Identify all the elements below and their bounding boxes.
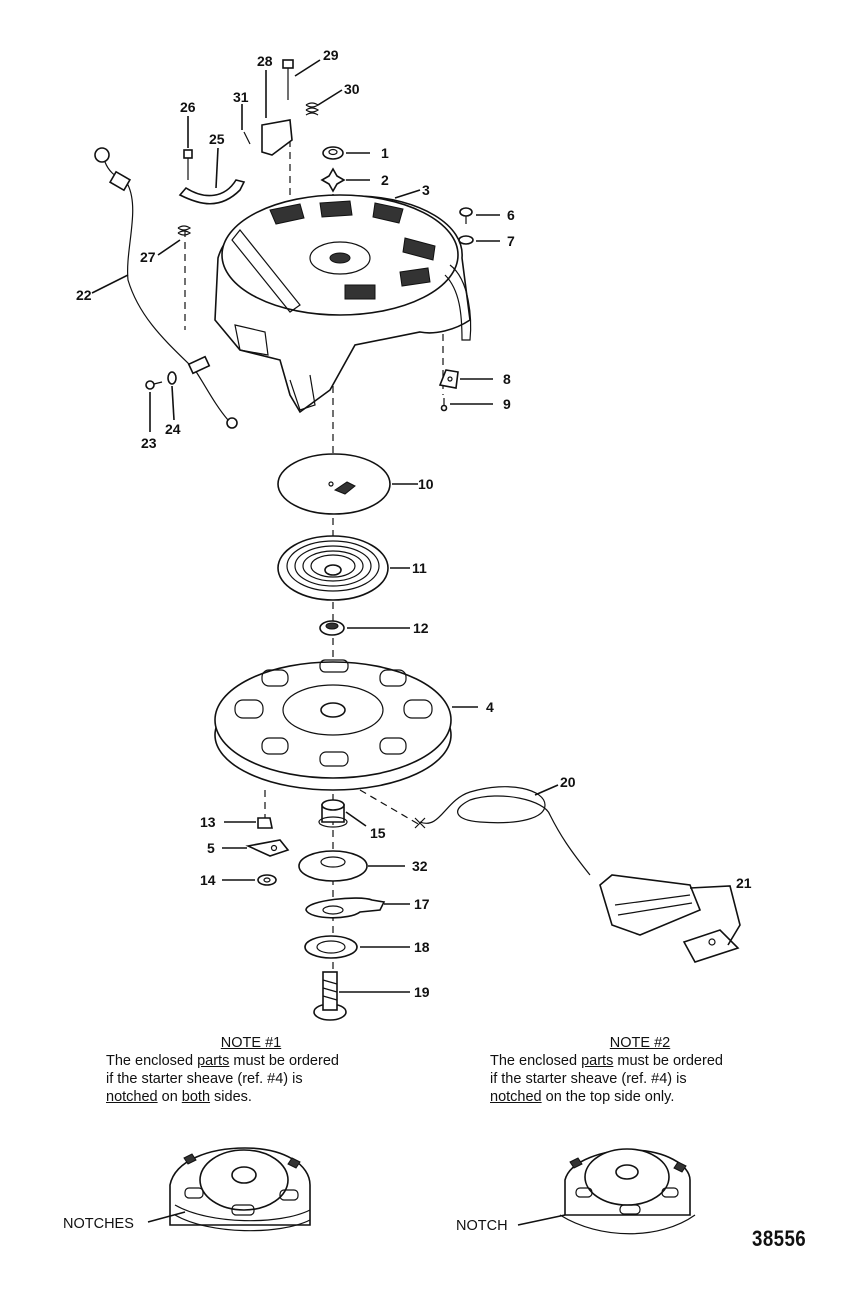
washer-7 (458, 235, 474, 245)
bracket-25 (178, 179, 246, 205)
callout-15: 15 (370, 825, 386, 841)
callout-25: 25 (209, 131, 225, 147)
callout-23: 23 (141, 435, 157, 451)
callout-26: 26 (180, 99, 196, 115)
callout-5: 5 (207, 840, 215, 856)
note-2-underlined-word: notched (490, 1089, 542, 1105)
note-1: NOTE #1 The enclosed parts must be order… (106, 1034, 396, 1106)
leader-lines (91, 59, 741, 993)
callout-17: 17 (414, 896, 430, 912)
callout-20: 20 (560, 774, 576, 790)
note-2-text: The enclosed (490, 1053, 582, 1069)
note-1-title: NOTE #1 (220, 1035, 282, 1051)
callout-12: 12 (413, 620, 429, 636)
note-2-line-1: The enclosed parts must be ordered (490, 1052, 790, 1070)
callout-6: 6 (507, 207, 515, 223)
callout-10: 10 (418, 476, 434, 492)
callout-27: 27 (140, 249, 156, 265)
note-2-text: on the top side only. (541, 1089, 675, 1105)
nut-1 (322, 146, 344, 160)
callout-19: 19 (414, 984, 430, 1000)
note-2-title: NOTE #2 (609, 1035, 671, 1051)
figure-number: 38556 (752, 1226, 807, 1251)
note-1-sheave-detail (147, 1147, 311, 1232)
screw-9 (440, 398, 448, 412)
note-1-underlined-word: parts (197, 1053, 230, 1069)
bolt-29 (282, 59, 294, 100)
callout-21: 21 (736, 875, 752, 891)
note-1-line-2: if the starter sheave (ref. #4) is (106, 1071, 303, 1087)
spring-cup-plate-10 (277, 453, 391, 515)
callout-31: 31 (233, 89, 249, 105)
note-2-line-2: if the starter sheave (ref. #4) is (490, 1071, 687, 1087)
pin-31 (243, 131, 251, 145)
screw-26 (183, 149, 193, 180)
note-1-text: The enclosed (106, 1053, 198, 1069)
spring-27 (177, 225, 192, 236)
star-washer-2 (320, 167, 346, 193)
callout-3: 3 (422, 182, 430, 198)
washer-24 (167, 371, 177, 385)
note-1-underlined-word: both (181, 1089, 211, 1105)
callout-7: 7 (507, 233, 515, 249)
friction-ring-17 (305, 897, 386, 919)
note-1-line-1: The enclosed parts must be ordered (106, 1052, 396, 1070)
note-1-text: must be ordered (229, 1053, 339, 1069)
callout-29: 29 (323, 47, 339, 63)
callout-28: 28 (257, 53, 273, 69)
note-1-underlined-word: notched (106, 1089, 158, 1105)
spring-13 (257, 817, 273, 829)
callout-4: 4 (486, 699, 494, 715)
starter-rope-20 (414, 786, 591, 876)
note-2-sheave-detail (517, 1148, 696, 1235)
starter-sheave-4 (214, 659, 452, 791)
starter-handle-21 (599, 874, 740, 963)
note-1-text: sides. (210, 1089, 252, 1105)
friction-plate-32 (298, 850, 368, 882)
starter-housing (214, 194, 472, 414)
notch-label: NOTCH (456, 1218, 508, 1234)
screw-19 (313, 971, 347, 1021)
stop-switch-lead-22 (94, 147, 238, 429)
callout-1: 1 (381, 145, 389, 161)
pawl-5 (245, 839, 290, 857)
screw-6 (459, 207, 473, 224)
notches-label: NOTCHES (63, 1216, 134, 1232)
callout-13: 13 (200, 814, 216, 830)
callout-8: 8 (503, 371, 511, 387)
bracket-8 (438, 369, 459, 389)
spring-30 (305, 102, 320, 116)
note-2: NOTE #2 The enclosed parts must be order… (490, 1034, 790, 1106)
bushing-15 (318, 799, 348, 828)
note-2-underlined-word: parts (581, 1053, 614, 1069)
lock-lever-28 (261, 119, 293, 156)
callout-14: 14 (200, 872, 216, 888)
callout-24: 24 (165, 421, 181, 437)
callout-9: 9 (503, 396, 511, 412)
callout-18: 18 (414, 939, 430, 955)
washer-14 (257, 874, 277, 886)
callout-11: 11 (412, 560, 427, 576)
note-1-text: on (157, 1089, 182, 1105)
retainer-18 (304, 935, 358, 959)
note-2-line-3: notched on the top side only. (490, 1088, 790, 1106)
screw-23 (145, 380, 163, 390)
rewind-spring-11 (277, 535, 389, 601)
callout-2: 2 (381, 172, 389, 188)
callout-30: 30 (344, 81, 360, 97)
callout-labels: 1 2 3 4 5 6 7 8 9 10 11 12 13 14 15 17 1… (76, 47, 752, 1000)
callout-22: 22 (76, 287, 92, 303)
note-1-line-3: notched on both sides. (106, 1088, 396, 1106)
note-2-text: must be ordered (613, 1053, 723, 1069)
bushing-12 (319, 620, 345, 636)
callout-32: 32 (412, 858, 428, 874)
